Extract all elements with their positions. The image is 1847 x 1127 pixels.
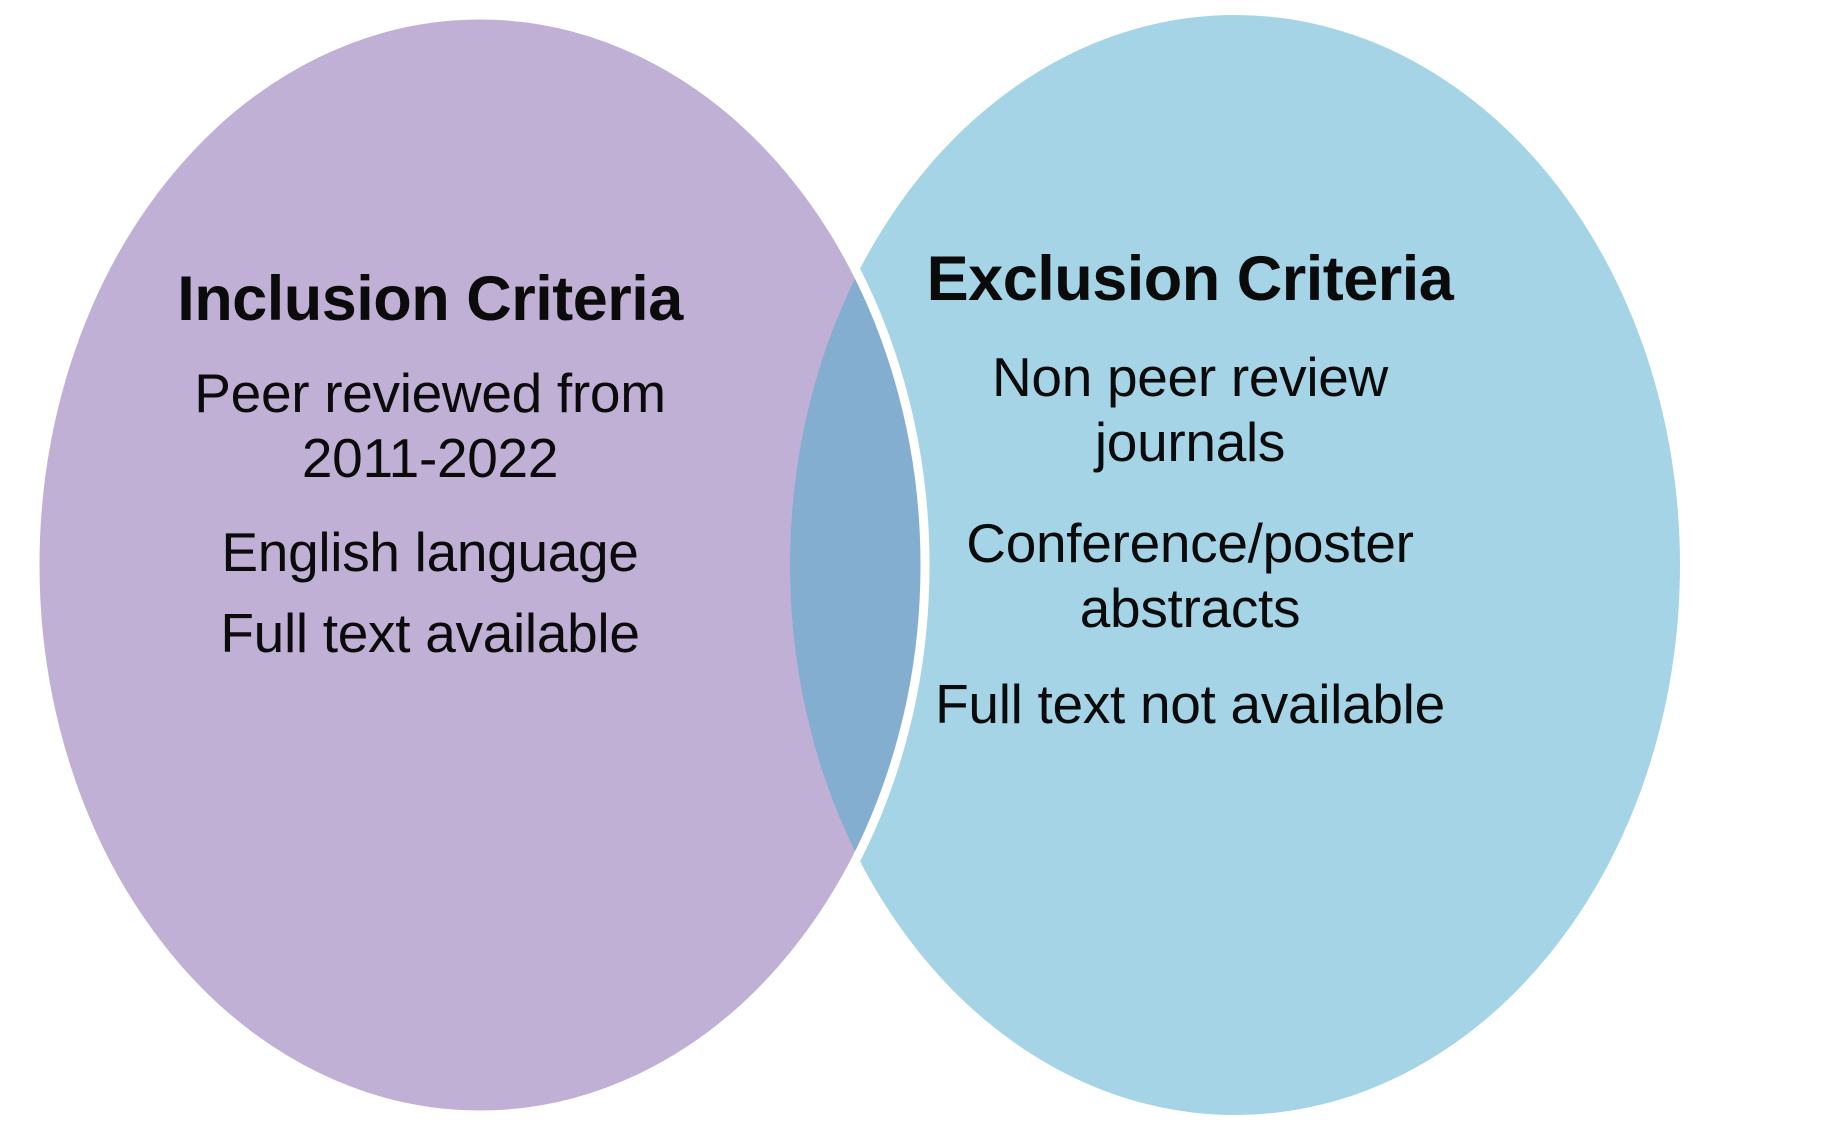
exclusion-item-1-line1: Non peer review	[992, 346, 1388, 408]
exclusion-criteria-text-block: Exclusion Criteria Non peer review journ…	[880, 248, 1500, 732]
exclusion-item-1-line2: journals	[1094, 410, 1286, 473]
inclusion-item-1-line2: 2011-2022	[301, 426, 559, 489]
exclusion-criteria-title: Exclusion Criteria	[926, 244, 1454, 314]
inclusion-item-2: English language	[120, 520, 740, 583]
exclusion-item-2-line2: abstracts	[1079, 576, 1301, 639]
inclusion-item-3-line1: Full text available	[220, 601, 640, 664]
exclusion-item-1: Non peer review journals	[880, 345, 1500, 475]
exclusion-item-3: Full text not available	[880, 672, 1500, 735]
exclusion-item-2-line1: Conference/poster	[966, 511, 1414, 574]
inclusion-item-1: Peer reviewed from 2011-2022	[120, 361, 740, 491]
inclusion-item-1-line1: Peer reviewed from	[194, 362, 666, 424]
inclusion-ellipse-outline	[30, 10, 930, 1120]
inclusion-item-2-line1: English language	[221, 520, 639, 583]
exclusion-item-3-line1: Full text not available	[935, 672, 1445, 735]
inclusion-ellipse	[35, 15, 925, 1115]
inclusion-criteria-text-block: Inclusion Criteria Peer reviewed from 20…	[120, 268, 740, 661]
inclusion-criteria-title: Inclusion Criteria	[177, 264, 683, 334]
exclusion-ellipse	[790, 15, 1680, 1115]
inclusion-item-3: Full text available	[120, 601, 740, 664]
exclusion-item-2: Conference/poster abstracts	[880, 511, 1500, 641]
